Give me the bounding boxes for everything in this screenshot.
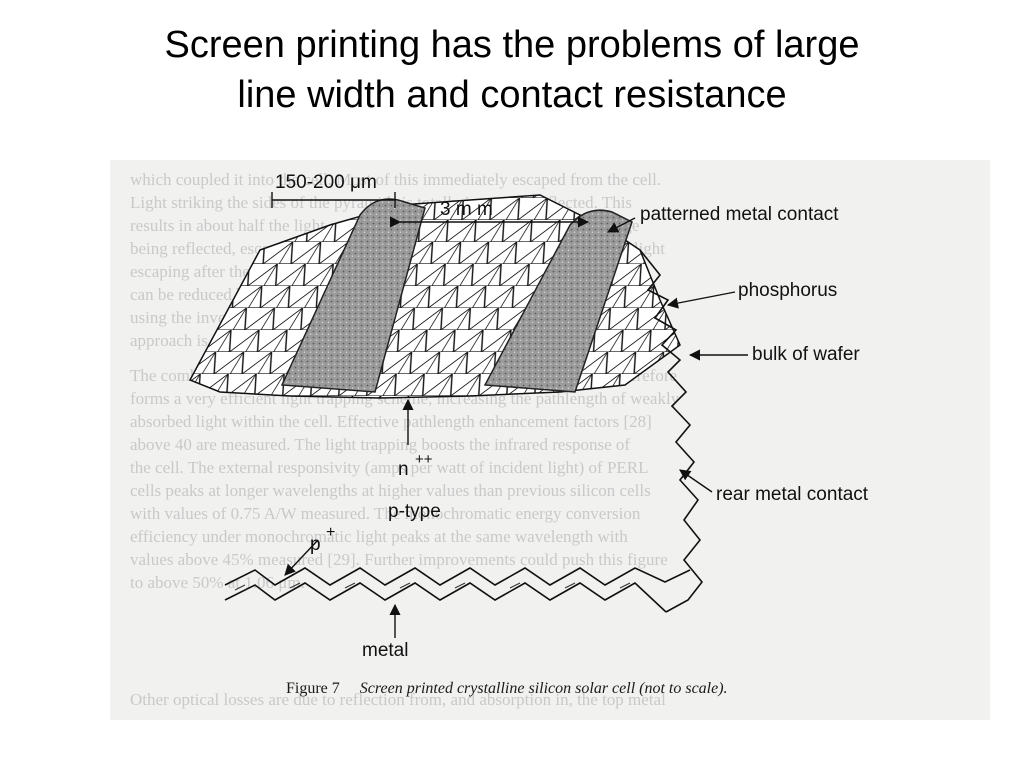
slide-title: Screen printing has the problems of larg…: [40, 20, 984, 120]
p-plus-label: +: [326, 524, 335, 541]
n-plus-label: ++: [415, 451, 433, 468]
bleed-line: Other optical losses are due to reflecti…: [130, 690, 666, 709]
patterned-contact-arrow: [607, 217, 636, 233]
rear-metal-layer: [224, 567, 691, 586]
patterned-contact-label: patterned metal contact: [640, 204, 839, 225]
bleed-line: cells peaks at longer wavelengths at hig…: [130, 481, 651, 500]
bulk-label: bulk of wafer: [752, 344, 860, 365]
title-line-2: line width and contact resistance: [237, 74, 787, 116]
finger-width-dimension: [271, 192, 396, 208]
phosphorus-label: phosphorus: [738, 280, 837, 301]
bleed-line: values above 45% measured [29]. Further …: [130, 550, 668, 569]
bleed-line: above 40 are measured. The light trappin…: [130, 435, 631, 454]
rear-contact-label: rear metal contact: [716, 484, 869, 505]
rear-contact-arrow: [679, 469, 713, 493]
bleed-line: absorbed light within the cell. Effectiv…: [130, 412, 652, 431]
bleed-line: efficiency under monochromatic light pea…: [130, 527, 628, 546]
p-type-label: p-type: [388, 501, 441, 522]
metal-label: metal: [362, 640, 408, 661]
phosphorus-arrow: [666, 291, 736, 309]
title-line-1: Screen printing has the problems of larg…: [164, 24, 860, 66]
rear-metal-hatch: [234, 582, 631, 591]
finger-width-label: 150-200 μm: [275, 172, 377, 193]
bleed-line: which coupled it into the cell. Most of …: [130, 170, 662, 189]
n-label: n: [398, 459, 409, 480]
wafer-edge: [639, 249, 704, 613]
bleed-line: with values of 0.75 A/W measured. The mo…: [130, 504, 641, 523]
bleed-line: the cell. The external responsivity (amp…: [130, 458, 649, 477]
rear-metal-layer-lower: [224, 582, 667, 613]
p-plus-arrow: [284, 539, 319, 576]
figure-caption: Figure 7 Screen printed crystalline silic…: [286, 680, 728, 698]
p-label: p: [310, 534, 321, 555]
caption-text: Screen printed crystalline silicon solar…: [359, 680, 728, 697]
caption-number: Figure 7: [286, 680, 340, 697]
spacing-label: 3 m m: [440, 199, 493, 220]
bleed-line: to above 50% at 1.06 μm.: [130, 573, 305, 592]
